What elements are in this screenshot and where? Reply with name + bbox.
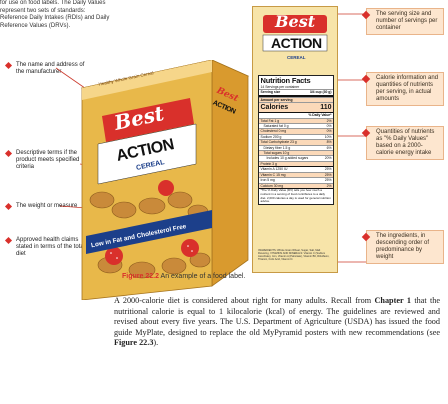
figure-caption-text: An example of a food label. — [160, 273, 246, 280]
callout-text: Approved health claims stated in terms o… — [16, 237, 86, 257]
callout-manufacturer: The name and address of the manufacturer — [4, 61, 86, 76]
callout-daily-values: Quantities of nutrients as "% Daily Valu… — [361, 126, 444, 160]
ingredients-list: INGREDIENTS: Whole Grain Wheat, Sugar, S… — [258, 249, 330, 262]
nutrient-row: Total sugars 10 g — [259, 150, 333, 156]
panel-brand-logo: Best — [275, 12, 316, 31]
body-paragraph: A 2000-calorie diet is considered about … — [114, 296, 441, 348]
amount-per-serving: Amount per serving — [259, 96, 333, 103]
side-panel: Best ACTION CEREAL Nutrition Facts 14 Se… — [252, 6, 338, 273]
cereal-box-illustration: Best ACTION CEREAL Low in Fat and Choles… — [62, 59, 252, 301]
callout-ingredients: The ingredients, in descending order of … — [361, 230, 444, 264]
nutrient-row: Protein 3 g — [259, 160, 333, 167]
calories-row: Calories 110 — [259, 102, 333, 113]
figure-number: Figure 22.2 — [122, 273, 159, 280]
figure-caption: Figure 22.2 An example of a food label. — [122, 273, 245, 280]
callout-weight: The weight or measure — [4, 202, 86, 211]
callout-text: The serving size and number of servings … — [376, 11, 438, 31]
serving-size-row: Serving size 3/4 cup (30 g) — [259, 89, 333, 97]
callout-health-claims: Approved health claims stated in terms o… — [4, 236, 86, 258]
panel-product-type: CEREAL — [287, 55, 306, 60]
intro-text: for use on food labels. The Daily Values… — [0, 0, 110, 29]
callout-descriptive-terms: Descriptive terms if the product meets s… — [4, 149, 86, 171]
figure-reference: Figure 22.3 — [114, 338, 154, 348]
callout-calorie-info: Calorie information and quantities of nu… — [361, 72, 444, 106]
chapter-reference: Chapter 1 — [374, 296, 411, 305]
nutrition-facts-title: Nutrition Facts — [260, 76, 311, 85]
callout-text: Descriptive terms if the product meets s… — [16, 150, 80, 170]
panel-product-name: ACTION — [271, 35, 322, 51]
callout-serving-size: The serving size and number of servings … — [361, 8, 444, 35]
daily-value-header: % Daily Value* — [259, 112, 333, 117]
servings-per-container: 14 Servings per container — [260, 85, 300, 89]
nutrition-facts-label: Nutrition Facts 14 Servings per containe… — [258, 75, 334, 206]
callout-text: The name and address of the manufacturer — [16, 62, 85, 75]
callout-text: The ingredients, in descending order of … — [376, 233, 430, 260]
callout-text: Quantities of nutrients as "% Daily Valu… — [376, 129, 435, 156]
callout-text: The weight or measure — [16, 203, 78, 209]
callout-text: Calorie information and quantities of nu… — [376, 75, 439, 102]
panel-logo-badge — [262, 15, 328, 52]
daily-value-footnote: *The % Daily Value (DV) tells you how mu… — [259, 187, 333, 204]
